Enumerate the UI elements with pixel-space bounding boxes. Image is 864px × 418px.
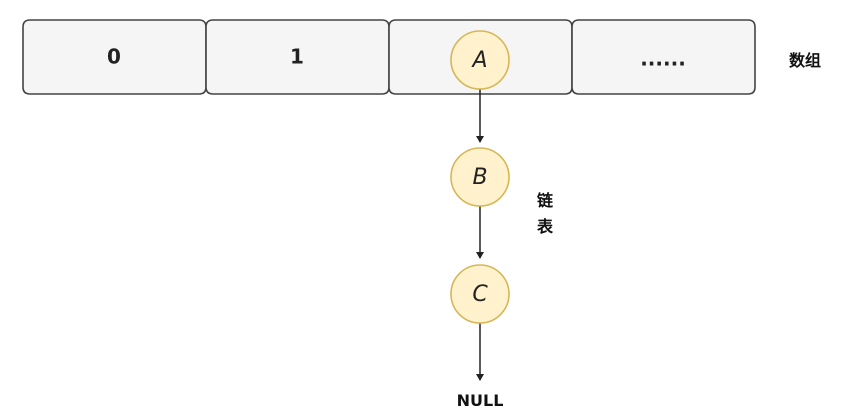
list-node-b-label: B bbox=[472, 165, 487, 190]
null-terminator: NULL bbox=[457, 391, 504, 410]
linked-list: A B C bbox=[450, 30, 510, 324]
array-cell-0: 0 bbox=[22, 19, 207, 95]
list-node-a-label: A bbox=[470, 48, 487, 73]
array-cell-0-label: 0 bbox=[107, 45, 121, 69]
list-label-line2: 表 bbox=[536, 217, 554, 236]
list-node-a: A bbox=[450, 30, 510, 90]
list-node-a-circle bbox=[450, 30, 510, 90]
array: 0 1 ...... bbox=[22, 19, 756, 95]
array-cell-3: ...... bbox=[571, 19, 756, 95]
list-label-line1: 链 bbox=[537, 191, 554, 210]
list-node-c: C bbox=[450, 264, 510, 324]
list-node-c-circle bbox=[450, 264, 510, 324]
array-cell-3-box bbox=[571, 19, 756, 95]
array-label: 数组 bbox=[789, 51, 821, 70]
array-cell-1-box bbox=[205, 19, 390, 95]
array-cell-1-label: 1 bbox=[290, 45, 304, 69]
list-node-b-circle bbox=[450, 147, 510, 207]
array-cell-1: 1 bbox=[205, 19, 390, 95]
array-cell-0-box bbox=[22, 19, 207, 95]
list-node-c-label: C bbox=[472, 282, 488, 307]
list-node-b: B bbox=[450, 147, 510, 207]
array-cell-3-label: ...... bbox=[640, 47, 686, 71]
